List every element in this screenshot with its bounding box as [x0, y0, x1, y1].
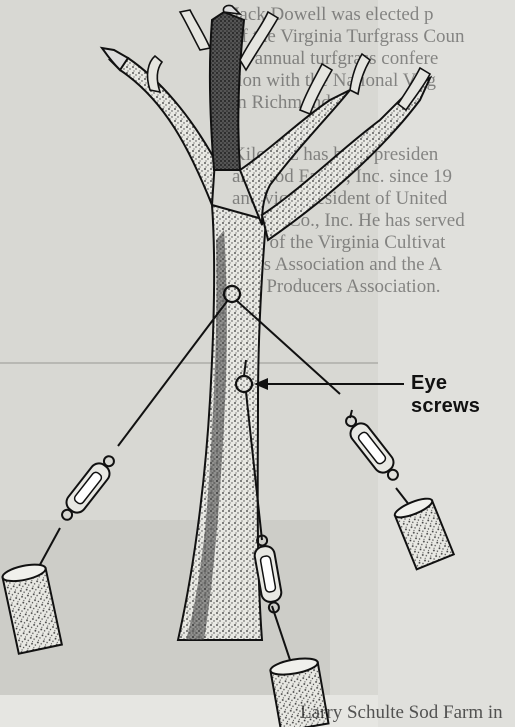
stake-left — [1, 561, 62, 653]
twig — [350, 54, 370, 94]
branch-left — [110, 58, 215, 205]
turnbuckle-right — [340, 411, 404, 485]
callout-arrow-icon — [254, 378, 404, 390]
twig — [223, 5, 240, 14]
twig — [240, 12, 278, 70]
guy-wire-center-lower — [272, 606, 292, 666]
stake-right — [393, 495, 454, 569]
eye-screws-label: Eye screws — [411, 372, 515, 418]
twig — [180, 10, 210, 50]
turnbuckle-left — [56, 451, 120, 525]
branch-center — [210, 12, 244, 170]
bleed-bottom-line: Larry Schulte Sod Farm in — [300, 702, 503, 724]
